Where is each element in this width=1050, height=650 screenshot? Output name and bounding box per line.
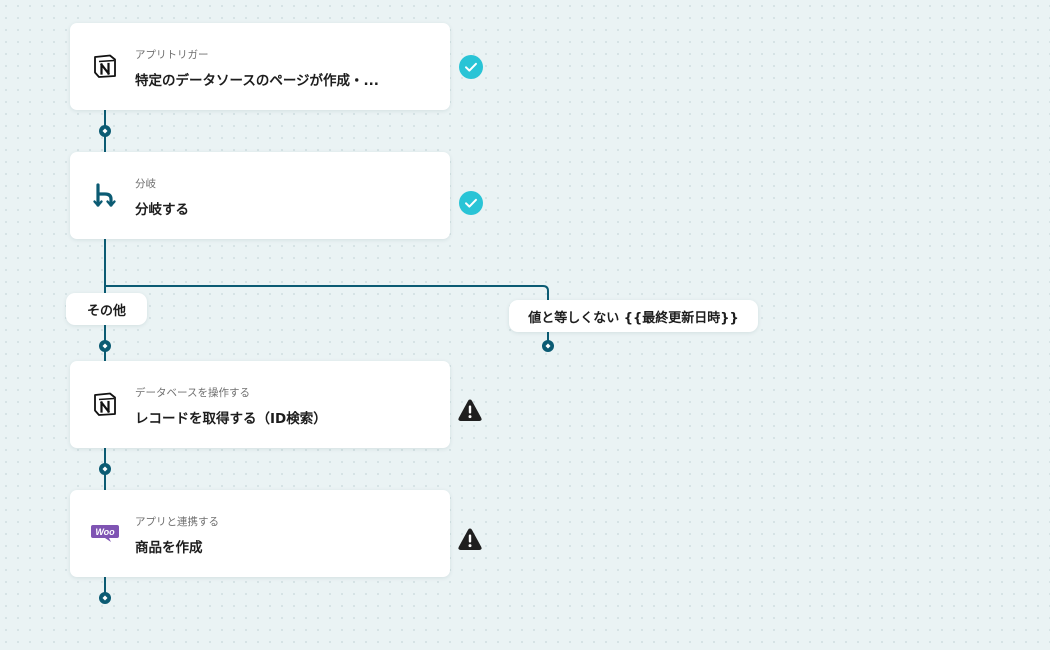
add-step-connector[interactable] (541, 339, 555, 353)
success-check-icon (459, 55, 483, 79)
branch-label-condition[interactable]: 値と等しくない {{最終更新日時}} (509, 300, 758, 332)
flow-step-trigger[interactable]: アプリトリガー 特定のデータソースのページが作成・... (70, 23, 450, 110)
flow-step-get-record[interactable]: データベースを操作する レコードを取得する（ID検索） (70, 361, 450, 448)
flow-step-branch[interactable]: 分岐 分岐する (70, 152, 450, 239)
success-check-icon (459, 191, 483, 215)
notion-icon (92, 391, 118, 417)
warning-icon (458, 399, 482, 421)
add-step-connector[interactable] (98, 124, 112, 138)
branch-icon (92, 182, 118, 208)
step-subtitle: アプリと連携する (135, 516, 219, 528)
add-step-connector[interactable] (98, 462, 112, 476)
woocommerce-icon: Woo (90, 520, 120, 546)
step-title: 特定のデータソースのページが作成・... (135, 73, 379, 89)
add-step-connector[interactable] (98, 339, 112, 353)
add-step-connector[interactable] (98, 591, 112, 605)
warning-icon (458, 528, 482, 550)
step-title: レコードを取得する（ID検索） (135, 411, 327, 427)
step-subtitle: データベースを操作する (135, 387, 250, 399)
step-subtitle: 分岐 (135, 178, 156, 190)
branch-label-other[interactable]: その他 (66, 293, 147, 325)
step-subtitle: アプリトリガー (135, 49, 209, 61)
woo-logo-text: Woo (95, 527, 115, 537)
flow-step-create-product[interactable]: Woo アプリと連携する 商品を作成 (70, 490, 450, 577)
step-title: 分岐する (135, 202, 189, 218)
notion-icon (92, 53, 118, 79)
step-title: 商品を作成 (135, 540, 203, 556)
